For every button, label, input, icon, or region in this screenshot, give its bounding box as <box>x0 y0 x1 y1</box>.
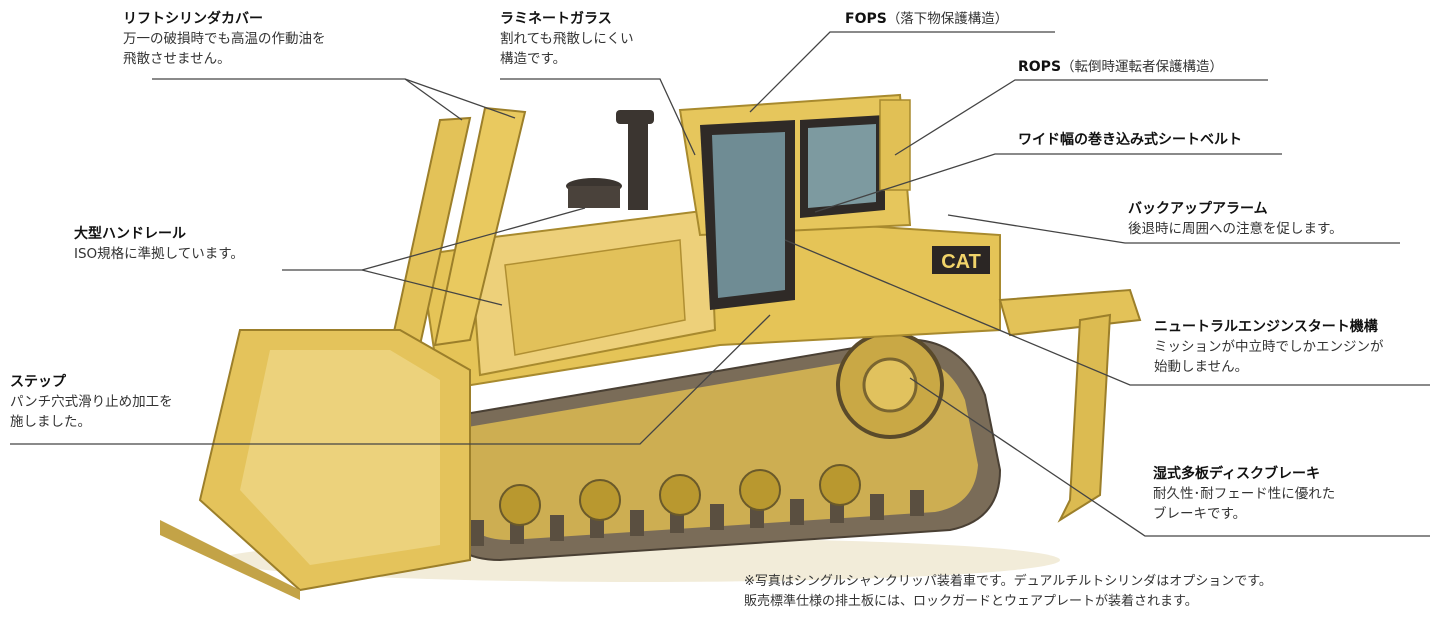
dozer-blade <box>160 329 471 600</box>
sprocket-wheel <box>836 331 944 439</box>
callout-title: 大型ハンドレール <box>74 226 186 242</box>
callout-description: 後退時に周囲への注意を促します。 <box>1128 221 1343 237</box>
leader-lines <box>10 31 1430 537</box>
callout-title: ステップ <box>10 374 66 390</box>
callout-description: 割れても飛散しにくい 構造です。 <box>500 31 634 67</box>
callout-description: ISO規格に準拠しています。 <box>74 246 244 262</box>
callout-handrail: 大型ハンドレール ISO規格に準拠しています。 <box>74 224 244 264</box>
callout-title: ニュートラルエンジンスタート機構 <box>1154 319 1378 335</box>
callout-backup-alarm: バックアップアラーム 後退時に周囲への注意を促します。 <box>1128 199 1343 239</box>
svg-text:CAT: CAT <box>941 251 981 273</box>
callout-description: ミッションが中立時でしかエンジンが 始動しません。 <box>1154 339 1384 375</box>
callout-title: ROPS <box>1018 59 1062 75</box>
footnote: ※写真はシングルシャンクリッパ装着車です。デュアルチルトシリンダはオプションです… <box>744 574 1272 609</box>
callout-description: 耐久性･耐フェード性に優れた ブレーキです。 <box>1153 486 1336 522</box>
callout-fops: FOPS（落下物保護構造） <box>845 9 1008 29</box>
callout-title: リフトシリンダカバー <box>123 11 263 27</box>
ripper <box>998 288 1142 523</box>
callout-title: ワイド幅の巻き込み式シートベルト <box>1018 132 1242 148</box>
callout-step: ステップ パンチ穴式滑り止め加工を 施しました。 <box>10 372 173 432</box>
callout-title: FOPS <box>845 11 887 27</box>
exhaust-stack <box>566 110 654 210</box>
callout-wet-brake: 湿式多板ディスクブレーキ 耐久性･耐フェード性に優れた ブレーキです。 <box>1153 464 1335 524</box>
callout-lift-cylinder-cover: リフトシリンダカバー 万一の破損時でも高温の作動油を 飛散させません。 <box>123 9 326 69</box>
callout-description: パンチ穴式滑り止め加工を 施しました。 <box>10 394 173 430</box>
callout-title: 湿式多板ディスクブレーキ <box>1153 466 1321 482</box>
callout-title: ラミネートガラス <box>500 11 612 27</box>
cat-decal: CAT <box>932 246 990 274</box>
callout-rops: ROPS（転倒時運転者保護構造） <box>1018 57 1223 77</box>
callout-description: 万一の破損時でも高温の作動油を 飛散させません。 <box>123 31 326 67</box>
callout-subtitle: （落下物保護構造） <box>886 11 1009 27</box>
callout-laminated-glass: ラミネートガラス 割れても飛散しにくい 構造です。 <box>500 9 634 69</box>
callout-subtitle: （転倒時運転者保護構造） <box>1061 59 1224 75</box>
callout-seatbelt: ワイド幅の巻き込み式シートベルト <box>1018 130 1242 150</box>
callout-title: バックアップアラーム <box>1128 201 1268 217</box>
callout-neutral-start: ニュートラルエンジンスタート機構 ミッションが中立時でしかエンジンが 始動しませ… <box>1154 317 1384 377</box>
